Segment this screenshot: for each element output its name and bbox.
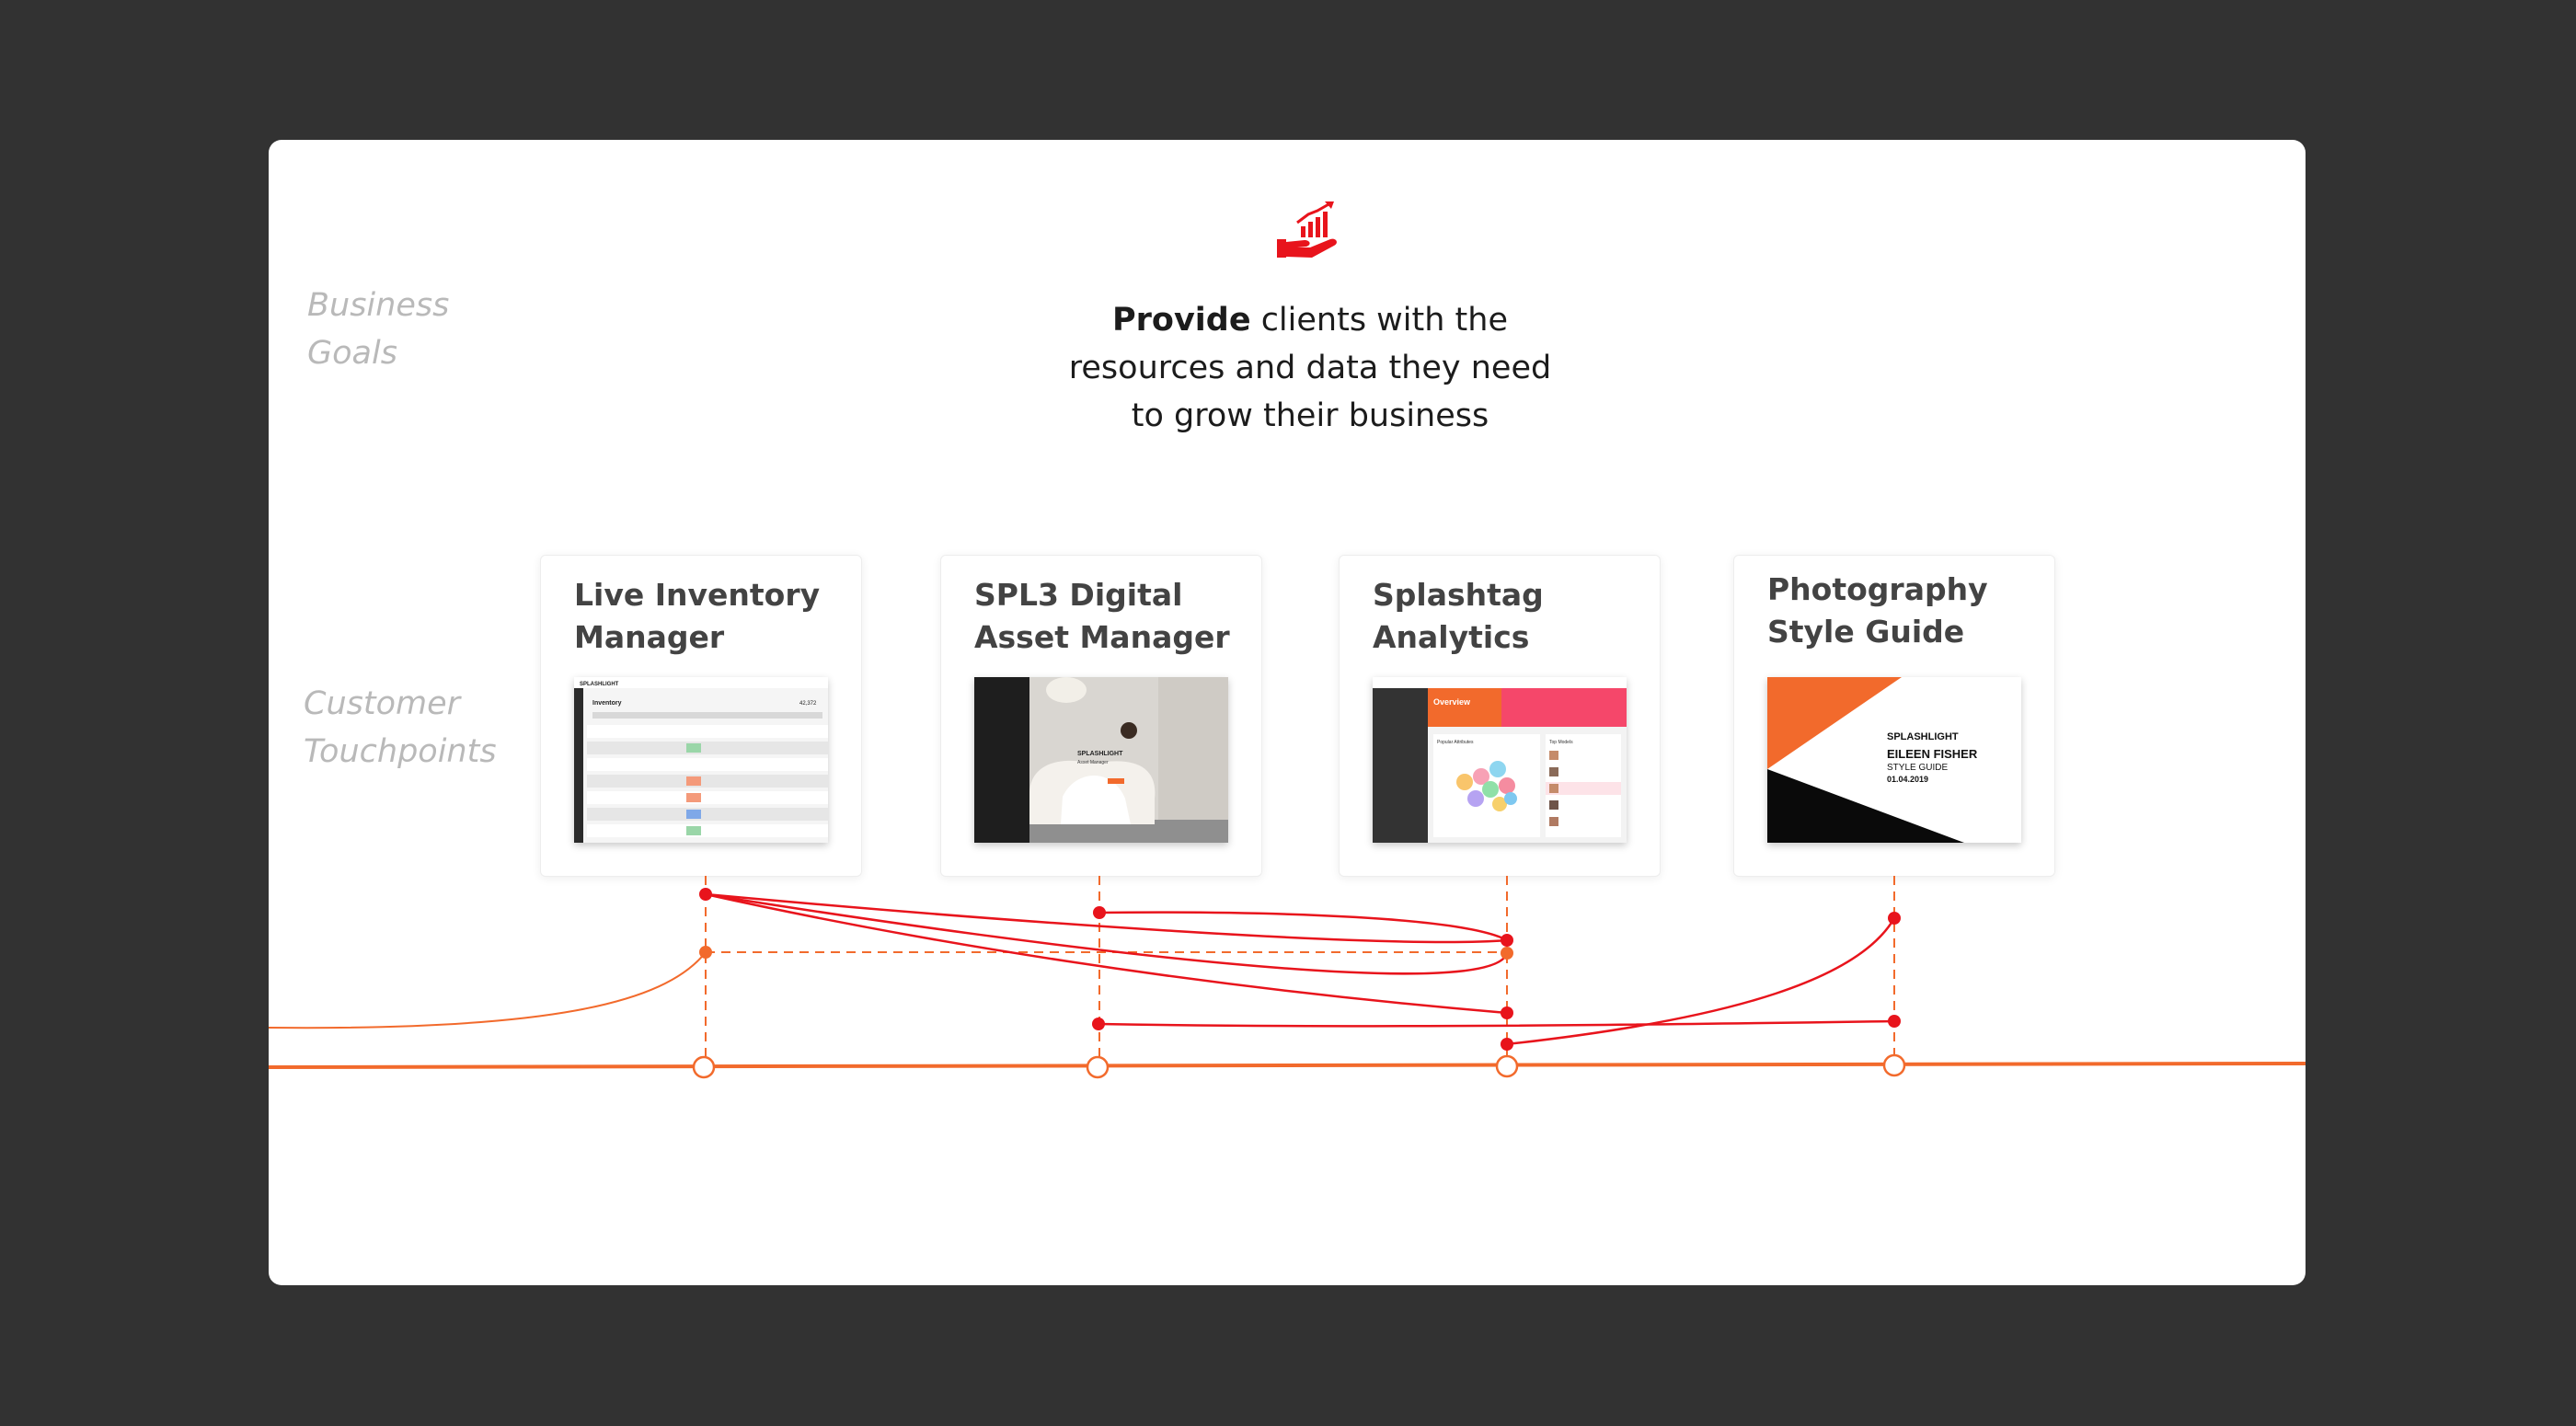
timeline-markers <box>692 1053 1906 1079</box>
card-title: SPL3 Digital Asset Manager <box>974 577 1230 655</box>
svg-text:STYLE GUIDE: STYLE GUIDE <box>1887 763 1948 773</box>
red-dot <box>1092 1018 1105 1030</box>
connection-path <box>705 892 1508 1015</box>
card-title: Live Inventory Manager <box>574 577 821 655</box>
svg-text:Popular Attributes: Popular Attributes <box>1437 740 1474 745</box>
timeline-marker[interactable] <box>1882 1053 1906 1077</box>
svg-text:Overview: Overview <box>1433 697 1471 707</box>
svg-text:SPLASHLIGHT: SPLASHLIGHT <box>1077 751 1123 757</box>
hand-growth-chart-icon <box>1273 199 1347 263</box>
red-dot <box>1501 1006 1513 1019</box>
svg-text:01.04.2019: 01.04.2019 <box>1887 775 1928 784</box>
business-goal-statement: Provide clients with the resources and d… <box>1068 302 1552 434</box>
analytics-screenshot[interactable]: Overview Popular Attributes Top Models <box>1373 677 1627 843</box>
touchpoint-card-splashtag-analytics[interactable]: Splashtag Analytics Overview Popular Att… <box>1339 555 1661 877</box>
connection-path <box>705 892 1509 975</box>
journey-connections <box>269 876 2306 1079</box>
card-title: Photography Style Guide <box>1767 571 1988 650</box>
red-dot <box>1501 1038 1513 1051</box>
touchpoint-card-digital-asset-manager[interactable]: SPL3 Digital Asset Manager SPLASHLIGHT A… <box>940 555 1262 877</box>
journey-map-slide: Business Goals Customer Touchpoints Prov… <box>269 140 2306 1285</box>
style-guide-screenshot[interactable]: SPLASHLIGHT EILEEN FISHER STYLE GUIDE 01… <box>1767 677 2021 843</box>
red-dot <box>699 888 712 901</box>
timeline-marker[interactable] <box>1495 1054 1519 1078</box>
svg-text:Top Models: Top Models <box>1549 740 1573 745</box>
red-dot <box>1501 934 1513 947</box>
svg-text:EILEEN FISHER: EILEEN FISHER <box>1887 747 1978 761</box>
timeline-marker[interactable] <box>692 1055 716 1079</box>
asset-manager-screenshot[interactable]: SPLASHLIGHT Asset Manager <box>974 677 1228 843</box>
svg-text:SPLASHLIGHT: SPLASHLIGHT <box>1887 731 1959 742</box>
customer-touchpoints-label: Customer Touchpoints <box>304 685 497 770</box>
inventory-screenshot[interactable]: SPLASHLIGHT Inventory 42,372 <box>574 677 828 843</box>
svg-text:SPLASHLIGHT: SPLASHLIGHT <box>580 682 619 687</box>
red-dot <box>1888 912 1901 925</box>
orange-dots <box>699 946 1513 960</box>
red-dot <box>1888 1015 1901 1028</box>
business-goals-label: Business Goals <box>307 287 450 372</box>
connection-path <box>705 892 1508 944</box>
svg-text:42,372: 42,372 <box>799 701 817 707</box>
touchpoint-dots <box>699 888 1901 1051</box>
svg-text:Asset Manager: Asset Manager <box>1077 760 1109 765</box>
red-dot <box>1093 906 1106 919</box>
card-title: Splashtag Analytics <box>1373 577 1544 655</box>
orange-dot <box>1501 947 1513 960</box>
timeline-marker[interactable] <box>1086 1055 1110 1079</box>
baseline-timeline <box>269 1062 2306 1069</box>
entry-path <box>269 951 707 1029</box>
goal-keyword: Provide <box>1112 302 1251 339</box>
vertical-guides <box>705 876 1895 1066</box>
connection-path <box>1098 911 1508 942</box>
touchpoint-card-live-inventory[interactable]: Live Inventory Manager SPLASHLIGHT Inven… <box>540 555 862 877</box>
connection-paths <box>705 892 1896 1046</box>
orange-dot <box>699 946 712 959</box>
connection-path <box>1506 917 1896 1046</box>
svg-text:Inventory: Inventory <box>592 700 622 707</box>
touchpoint-card-style-guide[interactable]: Photography Style Guide SPLASHLIGHT EILE… <box>1733 555 2055 877</box>
connection-path <box>1098 1019 1895 1028</box>
